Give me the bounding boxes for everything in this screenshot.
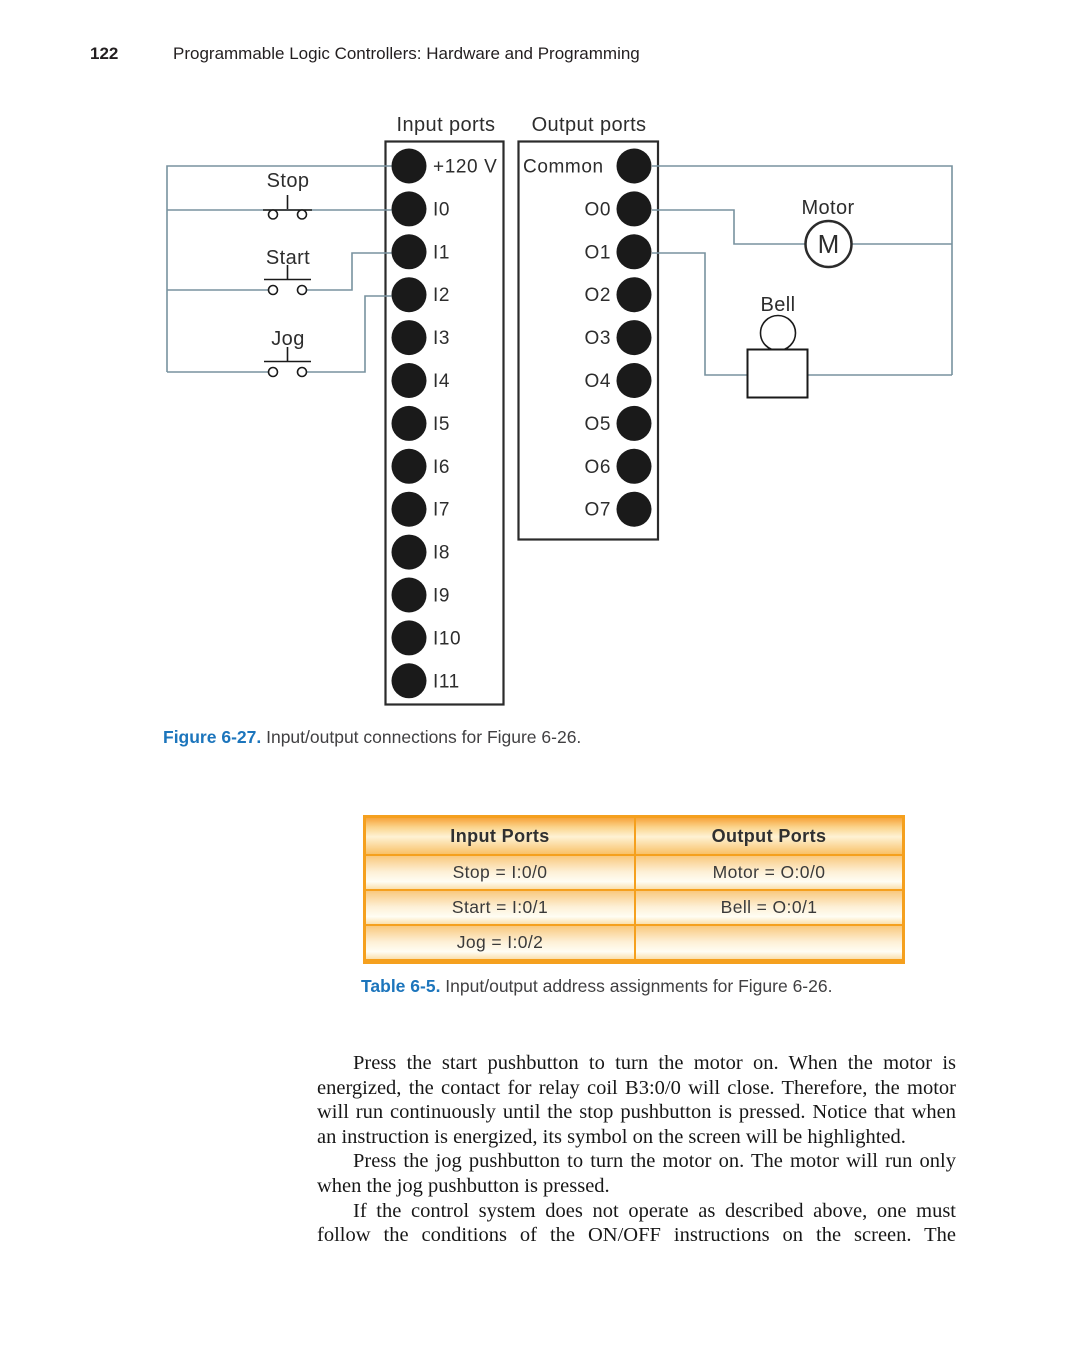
figure-caption-label: Figure 6-27. bbox=[163, 727, 262, 747]
switch-jog: Jog bbox=[264, 328, 311, 378]
input-ports-title: Input ports bbox=[397, 114, 496, 136]
output-terminal-label: O7 bbox=[584, 500, 611, 521]
table-row: Stop = I:0/0 Motor = O:0/0 bbox=[366, 854, 902, 889]
input-terminal bbox=[391, 363, 427, 398]
output-terminal-label: O1 bbox=[584, 242, 611, 263]
output-terminal bbox=[616, 191, 652, 227]
input-terminal-label: +120 V bbox=[433, 157, 497, 178]
wire-o1-to-bell bbox=[652, 252, 952, 376]
input-terminal-label: I5 bbox=[433, 414, 450, 435]
input-terminal bbox=[391, 534, 427, 570]
table-cell-motor: Motor = O:0/0 bbox=[634, 856, 902, 889]
paragraph: If the control system does not operate a… bbox=[317, 1199, 956, 1247]
table-header-input-ports: Input Ports bbox=[366, 818, 634, 854]
input-terminal-label: I4 bbox=[433, 371, 450, 392]
input-terminal bbox=[391, 448, 427, 484]
output-terminal bbox=[616, 491, 652, 527]
table-caption-text: Input/output address assignments for Fig… bbox=[440, 976, 833, 996]
input-terminal bbox=[391, 491, 427, 527]
wire-o0-to-motor bbox=[652, 209, 952, 245]
table-cell-start: Start = I:0/1 bbox=[366, 891, 634, 924]
table-header-row: Input Ports Output Ports bbox=[366, 818, 902, 854]
no-pushbutton-icon bbox=[264, 347, 311, 378]
input-terminal bbox=[391, 577, 427, 613]
switch-stop: Stop bbox=[263, 170, 312, 220]
table-header-output-ports: Output Ports bbox=[634, 818, 902, 854]
output-ports-title: Output ports bbox=[532, 114, 647, 136]
output-terminal-label: O2 bbox=[584, 285, 611, 306]
table-cell-stop: Stop = I:0/0 bbox=[366, 856, 634, 889]
input-terminal-label: I11 bbox=[433, 671, 460, 692]
body-text: Press the start pushbutton to turn the m… bbox=[317, 1051, 956, 1248]
bell: Bell bbox=[746, 294, 809, 399]
input-terminal-label: I9 bbox=[433, 586, 450, 607]
table-cell-bell: Bell = O:0/1 bbox=[634, 891, 902, 924]
motor-symbol: M bbox=[818, 229, 840, 259]
input-terminal-label: I1 bbox=[433, 242, 450, 263]
input-terminal-label: I6 bbox=[433, 457, 450, 478]
input-terminal bbox=[391, 148, 427, 184]
output-terminal bbox=[616, 448, 652, 484]
page-number: 122 bbox=[90, 44, 119, 63]
input-terminal bbox=[391, 234, 427, 270]
figure-caption: Figure 6-27. Input/output connections fo… bbox=[163, 727, 581, 748]
motor-label: Motor bbox=[801, 197, 854, 219]
input-terminal-label: I2 bbox=[433, 285, 450, 306]
input-terminal bbox=[391, 405, 427, 441]
table-cell-empty bbox=[634, 926, 902, 959]
table-caption-label: Table 6-5. bbox=[361, 976, 441, 996]
output-terminal bbox=[616, 363, 652, 398]
paragraph: Press the start pushbutton to turn the m… bbox=[317, 1052, 956, 1148]
table-cell-jog: Jog = I:0/2 bbox=[366, 926, 634, 959]
input-terminal-label: I10 bbox=[433, 628, 461, 649]
output-terminal bbox=[616, 277, 652, 313]
bell-body-icon bbox=[746, 348, 809, 399]
output-terminal-label: O4 bbox=[584, 371, 611, 392]
table-caption: Table 6-5. Input/output address assignme… bbox=[361, 976, 832, 997]
input-terminal bbox=[391, 320, 427, 356]
nc-pushbutton-icon bbox=[263, 195, 312, 220]
io-connections-diagram: Input ports Output ports +120 V I0I1I2I3I… bbox=[166, 114, 953, 706]
output-terminal-label: Common bbox=[523, 157, 604, 178]
header-title: Programmable Logic Controllers: Hardware… bbox=[173, 44, 640, 63]
motor: Motor M bbox=[801, 197, 854, 269]
figure-caption-text: Input/output connections for Figure 6-26… bbox=[261, 727, 582, 747]
output-terminal bbox=[616, 148, 652, 184]
switch-stop-label: Stop bbox=[267, 170, 310, 192]
output-terminal bbox=[616, 234, 652, 270]
wire-jog-to-i2 bbox=[167, 295, 392, 373]
bell-label: Bell bbox=[761, 294, 796, 316]
table-row: Start = I:0/1 Bell = O:0/1 bbox=[366, 889, 902, 924]
input-terminal bbox=[391, 277, 427, 313]
input-terminal-label: I0 bbox=[433, 199, 450, 220]
wire-supply-rail bbox=[166, 165, 392, 372]
output-terminal bbox=[616, 405, 652, 441]
io-address-table: Input Ports Output Ports Stop = I:0/0 Mo… bbox=[363, 815, 905, 964]
input-terminal-label: I7 bbox=[433, 500, 450, 521]
switch-jog-label: Jog bbox=[271, 328, 304, 350]
output-terminal-label: O5 bbox=[584, 414, 611, 435]
wire-common-rail bbox=[652, 165, 953, 375]
input-terminal-label: I3 bbox=[433, 328, 450, 349]
switch-start-label: Start bbox=[266, 247, 310, 269]
input-terminal-label: I8 bbox=[433, 543, 450, 564]
output-terminal-label: O6 bbox=[584, 457, 611, 478]
no-pushbutton-icon bbox=[264, 265, 311, 296]
switch-start: Start bbox=[264, 247, 311, 296]
input-terminal bbox=[391, 620, 427, 656]
table-row: Jog = I:0/2 bbox=[366, 924, 902, 959]
input-terminal bbox=[391, 191, 427, 227]
output-terminal-label: O3 bbox=[584, 328, 611, 349]
input-terminal bbox=[391, 663, 427, 699]
motor-circle-icon bbox=[804, 219, 853, 269]
output-terminal-label: O0 bbox=[584, 199, 611, 220]
output-terminal bbox=[616, 320, 652, 356]
wire-start-to-i1 bbox=[167, 252, 392, 291]
paragraph: Press the jog pushbutton to turn the mot… bbox=[317, 1150, 956, 1197]
bell-gong-icon bbox=[759, 314, 797, 352]
